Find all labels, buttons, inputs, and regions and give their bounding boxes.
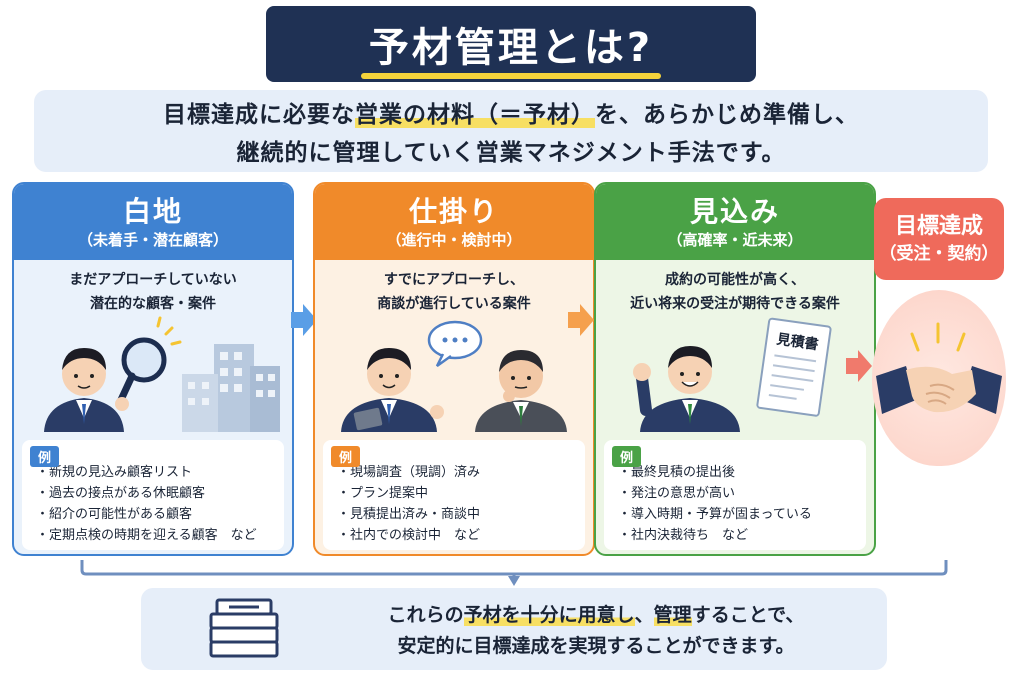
prospecting-illustration — [44, 316, 280, 432]
stage-description: 成約の可能性が高く、 近い将来の受注が期待できる案件 — [596, 268, 874, 316]
arrow-right-icon — [568, 304, 594, 336]
example-item: ・社内決裁待ち など — [618, 528, 749, 543]
arrow-right-icon — [846, 350, 872, 382]
stage-subtitle: （高確率・近未来） — [667, 231, 803, 249]
title-banner: 予材管理とは? — [266, 6, 756, 82]
summary-box: これらの予材を十分に用意し、管理することで、 安定的に目標達成を実現することがで… — [141, 588, 887, 670]
stage-name: 仕掛り — [408, 195, 499, 228]
handshake-icon — [876, 322, 1002, 414]
intro-box: 目標達成に必要な営業の材料（＝予材）を、あらかじめ準備し、 継続的に管理していく… — [34, 90, 988, 172]
desc-line: 近い将来の受注が期待できる案件 — [630, 296, 840, 312]
goal-illustration — [872, 290, 1006, 466]
desc-line: まだアプローチしていない — [69, 272, 237, 288]
arrow-down-icon — [508, 576, 520, 586]
example-tag: 例 — [331, 446, 361, 467]
stage-name: 見込み — [689, 195, 780, 228]
stage-subtitle: （進行中・検討中） — [386, 231, 522, 249]
desc-line: すでにアプローチし、 — [383, 272, 525, 288]
page-title: 予材管理とは? — [360, 15, 662, 79]
goal-box: 目標達成 （受注・契約） — [874, 198, 1004, 280]
example-item: ・発注の意思が高い — [618, 486, 736, 501]
example-item: ・最終見積の提出後 — [618, 465, 736, 480]
intro-line-1: 目標達成に必要な営業の材料（＝予材）を、あらかじめ準備し、 — [163, 95, 859, 129]
example-item: ・紹介の可能性がある顧客 — [36, 507, 193, 522]
example-item: ・社内での検討中 など — [337, 528, 481, 543]
closing-illustration: 見積書 — [633, 317, 832, 432]
examples-box: 例 ・最終見積の提出後 ・発注の意思が高い ・導入時期・予算が固まっている ・社… — [604, 440, 866, 550]
summary-highlight: 管理 — [653, 604, 692, 626]
goal-subtitle: （受注・契約） — [879, 244, 999, 264]
desc-line: 潜在的な顧客・案件 — [90, 296, 216, 312]
example-tag: 例 — [30, 446, 60, 467]
summary-highlight: 予材を十分に用意し — [463, 604, 635, 626]
arrow-right-icon — [291, 304, 317, 336]
stage-card-shikakari: 仕掛り （進行中・検討中） すでにアプローチし、 商談が進行している案件 — [313, 182, 595, 556]
stage-subtitle: （未着手・潜在顧客） — [77, 231, 228, 249]
intro-line-2: 継続的に管理していく営業マネジメント手法です。 — [236, 140, 786, 166]
goal-name: 目標達成 — [894, 214, 983, 239]
stage-header: 見込み （高確率・近未来） — [596, 184, 874, 260]
desc-line: 商談が進行している案件 — [377, 296, 531, 312]
example-item: ・過去の接点がある休眠顧客 — [36, 486, 206, 501]
examples-box: 例 ・現場調査（現調）済み ・プラン提案中 ・見積提出済み・商談中 ・社内での検… — [323, 440, 585, 550]
example-item: ・定期点検の時期を迎える顧客 など — [36, 528, 257, 543]
example-item: ・現場調査（現調）済み — [337, 465, 481, 480]
summary-line-2: 安定的に目標達成を実現することができます。 — [397, 635, 795, 657]
stage-card-mikomi: 見込み （高確率・近未来） 成約の可能性が高く、 近い将来の受注が期待できる案件… — [594, 182, 876, 556]
intro-text: を、あらかじめ準備し、 — [595, 102, 859, 128]
estimate-document-icon: 見積書 — [756, 317, 832, 417]
negotiation-illustration — [341, 320, 567, 432]
example-item: ・見積提出済み・商談中 — [337, 507, 481, 522]
intro-highlight: 営業の材料（＝予材） — [355, 102, 595, 128]
summary-text: これらの予材を十分に用意し、管理することで、 安定的に目標達成を実現することがで… — [331, 598, 861, 660]
example-item: ・新規の見込み顧客リスト — [36, 465, 193, 480]
example-tag: 例 — [612, 446, 642, 467]
buildings-icon — [182, 344, 280, 432]
summary-text-part: これらの — [387, 604, 464, 626]
summary-line-1: これらの予材を十分に用意し、管理することで、 — [387, 600, 805, 627]
stage-name: 白地 — [122, 195, 183, 228]
stage-header: 白地 （未着手・潜在顧客） — [14, 184, 292, 260]
magnifier-icon — [116, 316, 182, 406]
summary-text-part: 、 — [634, 604, 654, 626]
example-item: ・プラン提案中 — [337, 486, 429, 501]
examples-box: 例 ・新規の見込み顧客リスト ・過去の接点がある休眠顧客 ・紹介の可能性がある顧… — [22, 440, 284, 550]
stage-card-shiraji: 白地 （未着手・潜在顧客） まだアプローチしていない 潜在的な顧客・案件 — [12, 182, 294, 556]
document-stack-icon — [209, 598, 279, 658]
doc-label: 見積書 — [775, 330, 820, 353]
desc-line: 成約の可能性が高く、 — [665, 272, 805, 288]
stage-description: まだアプローチしていない 潜在的な顧客・案件 — [14, 268, 292, 316]
speech-bubble-icon — [427, 320, 483, 368]
intro-text: 目標達成に必要な — [163, 102, 355, 128]
stage-description: すでにアプローチし、 商談が進行している案件 — [315, 268, 593, 316]
example-item: ・導入時期・予算が固まっている — [618, 507, 812, 522]
stage-header: 仕掛り （進行中・検討中） — [315, 184, 593, 260]
summary-text-part: することで、 — [691, 604, 805, 626]
